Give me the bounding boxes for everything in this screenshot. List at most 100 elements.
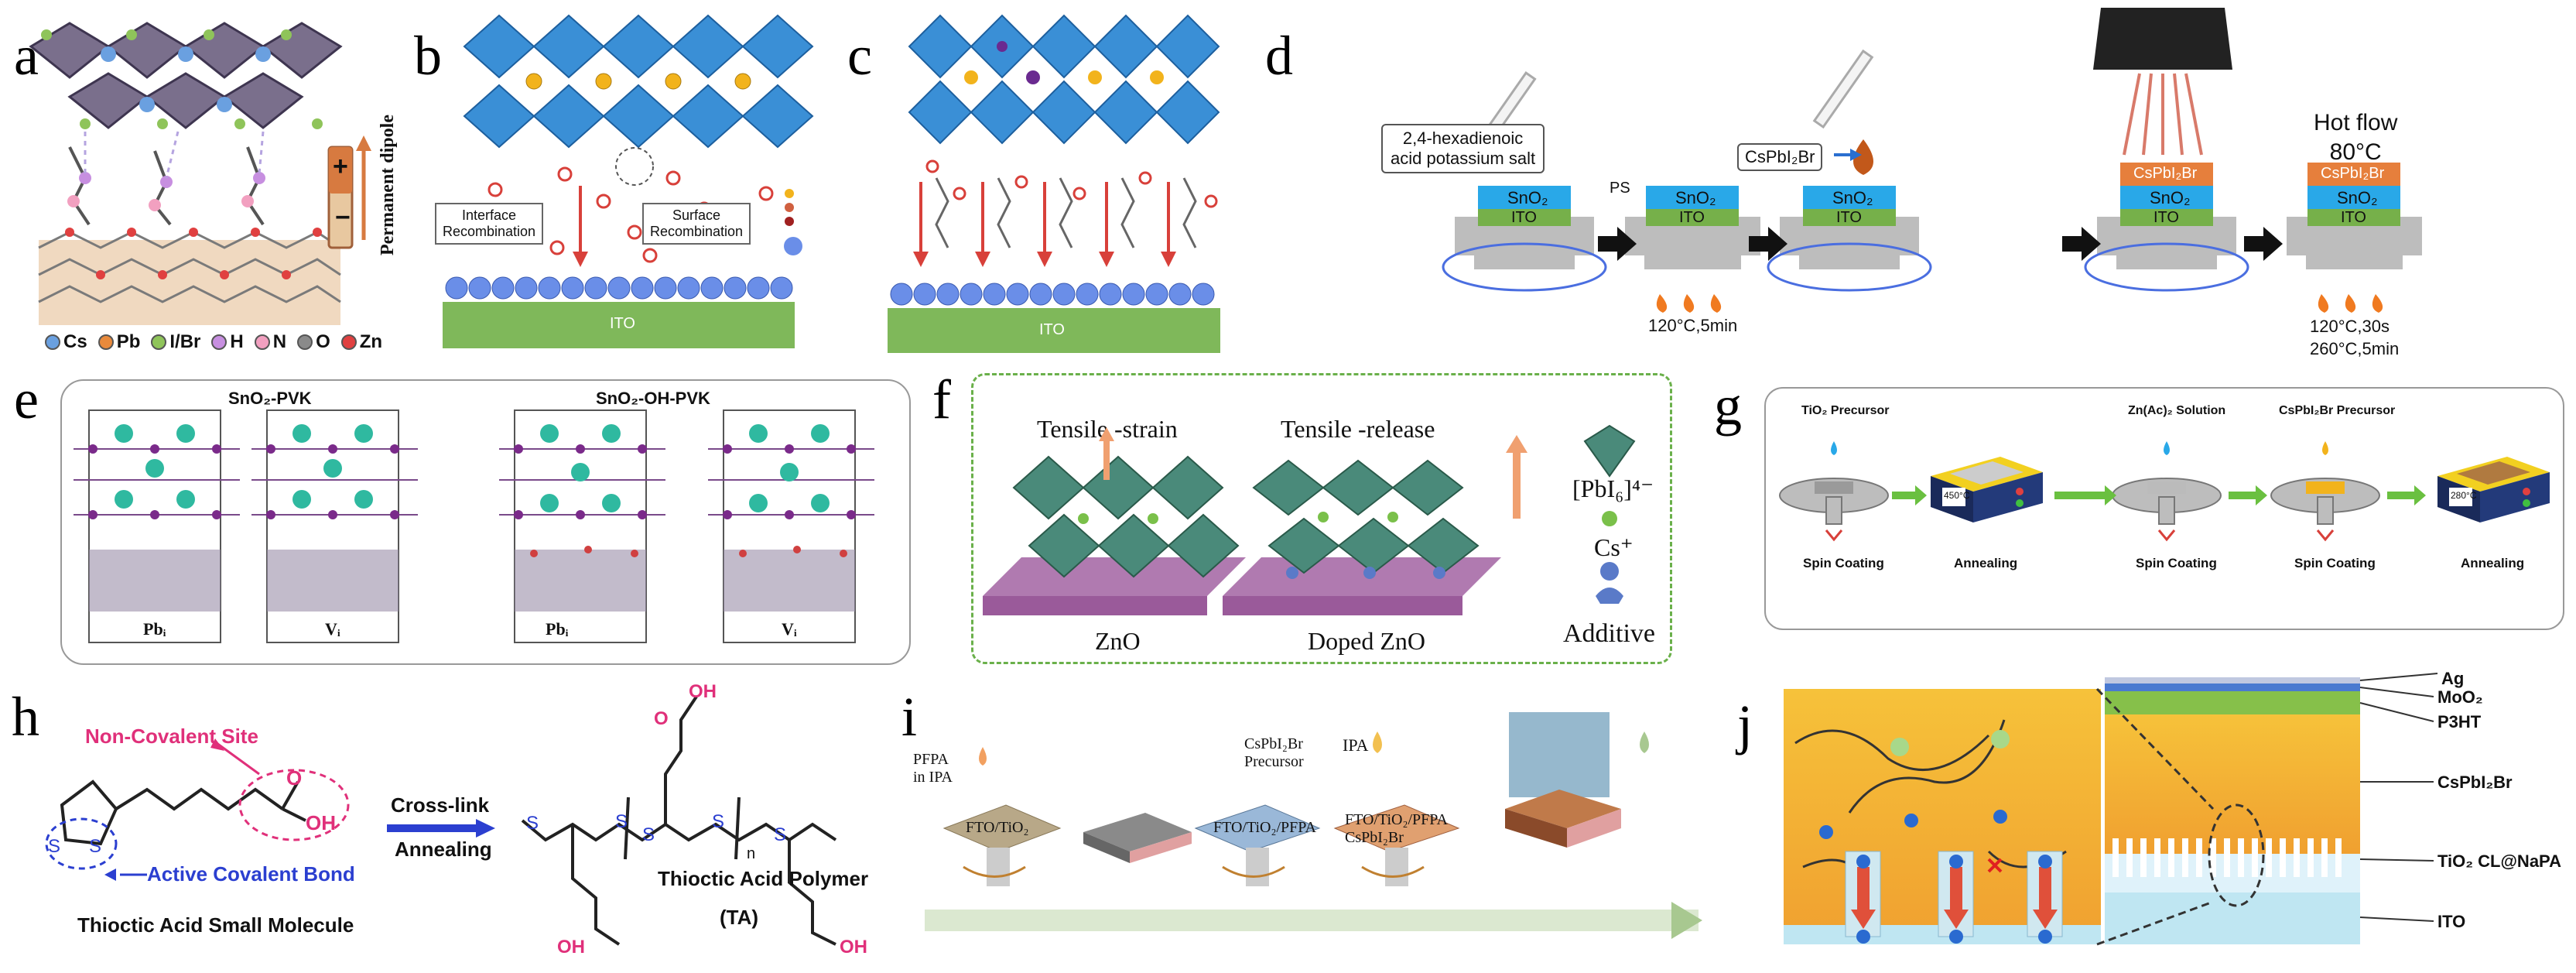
legend-item-o: O	[297, 331, 330, 353]
ta-label: (TA)	[720, 906, 759, 929]
ito-label-4: ITO	[2154, 209, 2179, 226]
fto-tio2-pfpa-label: FTO/TiO₂/PFPA	[1213, 819, 1316, 836]
s-atom-label-4: S	[615, 811, 628, 832]
cell-label-vi-2: Vᵢ	[782, 619, 797, 639]
panel-label-f: f	[932, 368, 951, 430]
polymer-label: Thioctic Acid Polymer	[658, 867, 869, 890]
ipa-label: IPA	[1343, 735, 1369, 755]
panel-f-graphic	[983, 424, 1636, 615]
panel-label-i: i	[901, 686, 918, 748]
legend-item-zn: Zn	[340, 331, 383, 353]
ito-layer-label-b: ITO	[610, 315, 635, 332]
panel-label-h: h	[12, 686, 39, 748]
ps-label: PS	[1610, 180, 1630, 197]
panel-j: j Ag MoO₂ P3HT CsPbI₂Br TiO₂ CL@NaPA ITO	[1733, 669, 2576, 973]
s-atom-label-3: S	[526, 813, 539, 834]
panel-a-graphic	[29, 22, 371, 325]
panel-f-frame	[971, 373, 1672, 664]
reagent-label: 2,4-hexadienoic acid potassium salt	[1381, 124, 1545, 173]
annealing-label: Annealing	[395, 838, 492, 861]
panel-j-graphic	[1784, 673, 2438, 946]
sno2-label-5: SnO₂	[2337, 188, 2378, 207]
panel-label-j: j	[1737, 694, 1753, 755]
legend-swatch	[297, 334, 313, 350]
layer-label-ag: Ag	[2441, 669, 2465, 688]
legend-item-h: H	[211, 331, 244, 353]
o-atom-label-2: O	[654, 708, 669, 729]
s-atom-label-5: S	[642, 824, 655, 845]
s-atom-label-1: S	[48, 836, 61, 857]
sno2-oh-pvk-title: SnO₂-OH-PVK	[596, 389, 710, 408]
legend-label: N	[272, 331, 287, 352]
step-label-3: Spin Coating	[2136, 556, 2217, 570]
sno2-label-3: SnO₂	[1832, 188, 1873, 207]
non-covalent-site-label: Non-Covalent Site	[85, 725, 258, 748]
zno-label: ZnO	[1095, 627, 1141, 655]
panel-g-frame	[1764, 387, 2564, 630]
legend-item-cs: Cs	[45, 331, 87, 353]
ito-label-5: ITO	[2341, 209, 2366, 226]
legend-swatch	[97, 334, 114, 350]
anneal-condition-1: 120°C,5min	[1648, 316, 1738, 335]
cs-label: Cs⁺	[1594, 533, 1634, 561]
layer-label-cspbi2br: CsPbI₂Br	[2437, 773, 2513, 792]
panel-label-e: e	[14, 368, 39, 430]
legend-label: Pb	[116, 331, 141, 352]
legend-swatch	[45, 334, 60, 350]
cell-label-pbi-2: Pbᵢ	[546, 619, 569, 639]
layer-label-ito: ITO	[2437, 912, 2466, 931]
panel-g: g TiO₂ Precursor Zn(Ac)₂ Solution CsPbI₂…	[1702, 364, 2576, 673]
panel-d: d	[1265, 0, 2576, 364]
panel-b: b Interface Recombination Surface Recomb…	[402, 0, 824, 364]
panel-c-graphic	[888, 14, 1220, 353]
interface-recombination-label: Interface Recombination	[435, 203, 544, 245]
oh-group-label-4: OH	[840, 937, 867, 958]
ito-label-1: ITO	[1511, 209, 1537, 226]
legend-label: O	[316, 331, 330, 352]
polymer-repeat-n: n	[747, 845, 756, 862]
sno2-pvk-title: SnO₂-PVK	[228, 389, 312, 408]
legend-swatch	[254, 334, 270, 350]
sno2-label-4: SnO₂	[2150, 188, 2191, 207]
fto-tio2-label: FTO/TiO₂	[966, 819, 1029, 836]
panel-d-graphic	[1442, 8, 2422, 313]
hot-flow-label: Hot flow 80°C	[2314, 110, 2398, 165]
cspbi2br-layer-label-4: CsPbI₂Br	[2133, 165, 2198, 182]
legend-swatch	[151, 334, 167, 350]
pfpa-label: PFPA in IPA	[913, 751, 953, 786]
additive-label: Additive	[1563, 619, 1655, 648]
active-covalent-bond-label: Active Covalent Bond	[147, 862, 355, 886]
layer-label-p3ht: P3HT	[2437, 712, 2482, 731]
legend-label: Zn	[359, 331, 383, 352]
dipole-minus-sign: −	[335, 203, 351, 232]
s-atom-label-2: S	[89, 836, 102, 857]
o-atom-label-1: O	[286, 766, 303, 790]
pbi6-label: [PbI₆]⁴⁻	[1572, 475, 1654, 502]
legend-swatch	[211, 334, 227, 350]
panel-c: c ITO	[824, 0, 1265, 364]
panel-g-graphic	[1779, 441, 2550, 542]
panel-e-frame	[60, 379, 911, 665]
permanent-dipole-label: Permanent dipole	[378, 115, 398, 255]
oh-group-label-1: OH	[306, 811, 336, 834]
ito-label-3: ITO	[1836, 209, 1862, 226]
step-label-5: Annealing	[2461, 556, 2525, 570]
panel-label-a: a	[14, 25, 39, 87]
legend-item-n: N	[254, 331, 287, 353]
legend-label: H	[230, 331, 244, 352]
panel-f: f Tensile -strain Tensile -release ZnO D…	[929, 364, 1702, 673]
sno2-label-1: SnO₂	[1507, 188, 1548, 207]
panel-a: a + − Permanent dipole Cs	[0, 0, 402, 364]
panel-label-d: d	[1265, 25, 1293, 87]
zn-solution-label: Zn(Ac)₂ Solution	[2128, 404, 2226, 417]
step-label-4: Spin Coating	[2294, 556, 2376, 570]
oh-group-label-2: OH	[689, 681, 717, 702]
surface-recombination-label: Surface Recombination	[642, 203, 751, 245]
panel-b-graphic	[443, 14, 814, 348]
panel-label-c: c	[847, 25, 872, 87]
tensile-release-label: Tensile -release	[1281, 415, 1435, 443]
panel-i-graphic	[925, 712, 1702, 939]
cspbi2br-layer-label-5: CsPbI₂Br	[2321, 165, 2385, 182]
panel-i: i PFPA in IPA FTO/TiO₂ CsPbI₂Br Precurso…	[898, 673, 1733, 973]
